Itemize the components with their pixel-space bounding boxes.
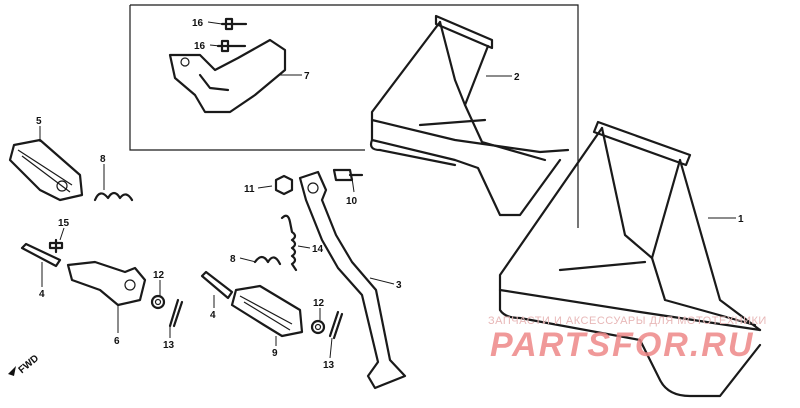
leader-14 — [297, 245, 311, 249]
callout-13b: 13 — [323, 360, 335, 371]
leader-15 — [59, 227, 65, 241]
callout-13a: 13 — [163, 340, 175, 351]
callout-16a: 16 — [192, 18, 204, 29]
cotter-pin-13a — [168, 298, 184, 328]
callout-11: 11 — [244, 184, 255, 195]
forward-arrow-icon: FWD — [8, 353, 42, 376]
stand-1 — [498, 120, 762, 398]
bracket-7 — [168, 38, 287, 114]
callout-6: 6 — [114, 336, 120, 347]
watermark-tagline: ЗАПЧАСТИ И АКСЕССУАРЫ ДЛЯ МОТОТЕХНИКИ — [488, 315, 767, 327]
leader-8b — [239, 257, 257, 263]
side-stand-3 — [298, 170, 407, 390]
callout-4a: 4 — [39, 289, 45, 300]
forward-label: FWD — [17, 353, 42, 376]
spring-8b — [253, 255, 282, 266]
pin-4a — [20, 242, 62, 268]
bolt-15 — [48, 238, 64, 254]
callout-1: 1 — [738, 214, 744, 225]
callout-10: 10 — [346, 196, 358, 207]
callout-16b: 16 — [194, 41, 206, 52]
callout-12a: 12 — [153, 270, 165, 281]
nut-12b — [310, 319, 326, 335]
callout-9: 9 — [272, 348, 278, 359]
leader-16a — [207, 21, 223, 25]
callout-4b: 4 — [210, 310, 216, 321]
callout-5: 5 — [36, 116, 42, 127]
spring-14 — [280, 214, 298, 272]
nut-11 — [274, 174, 294, 196]
leader-10 — [351, 177, 355, 193]
bracket-6 — [66, 260, 147, 307]
inset-frame — [129, 4, 579, 228]
pin-4b — [200, 270, 234, 300]
callout-14: 14 — [312, 244, 324, 255]
cotter-pin-13b — [328, 310, 344, 340]
callout-2: 2 — [514, 72, 520, 83]
spring-8a — [93, 191, 134, 202]
callout-12b: 12 — [313, 298, 325, 309]
callout-8b: 8 — [230, 254, 236, 265]
leader-11 — [257, 185, 273, 189]
callout-8a: 8 — [100, 154, 106, 165]
callout-3: 3 — [396, 280, 402, 291]
nut-12a — [150, 294, 166, 310]
callout-7: 7 — [304, 71, 310, 82]
bolt-16b — [216, 39, 247, 53]
leader-3 — [369, 277, 395, 285]
leader-13b — [329, 337, 333, 359]
stand-2 — [369, 14, 570, 217]
footpeg-9 — [230, 284, 304, 338]
leader-16b — [209, 44, 221, 47]
watermark-logo: PARTSFOR.RU — [490, 326, 755, 364]
bolt-16a — [220, 17, 248, 31]
bolt-10 — [332, 168, 364, 182]
footpeg-5 — [8, 138, 84, 202]
callout-15: 15 — [58, 218, 70, 229]
